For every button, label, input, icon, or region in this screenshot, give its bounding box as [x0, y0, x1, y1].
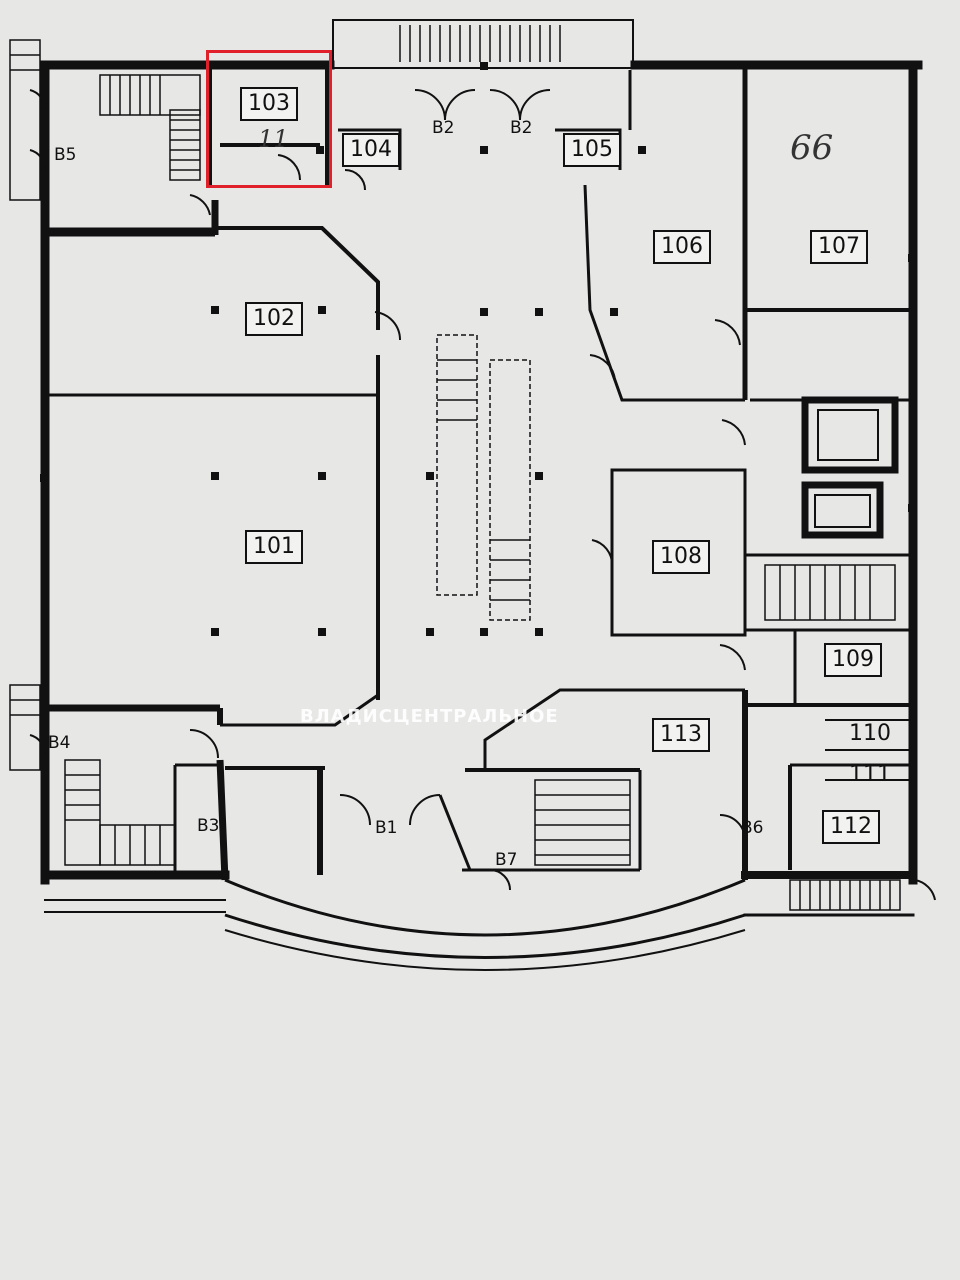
room-label-102: 102	[245, 302, 303, 336]
room-label-110: 110	[849, 721, 891, 746]
room-label-101: 101	[245, 530, 303, 564]
exit-label-b6: В6	[741, 818, 764, 838]
room-label-111: 111	[849, 762, 891, 787]
watermark-text: ВЛАДИСЦЕНТРАЛЬНОЕ	[300, 706, 559, 727]
stair-outer-left	[9, 39, 41, 771]
exit-label-b7: В7	[495, 850, 518, 870]
room-label-109: 109	[824, 643, 882, 677]
room-label-113: 113	[652, 718, 710, 752]
doors	[29, 89, 936, 901]
room-label-103: 103	[240, 87, 298, 121]
interior-walls	[45, 68, 913, 881]
exit-label-b3: В3	[197, 816, 220, 836]
outer-walls	[40, 60, 923, 917]
room-label-106: 106	[653, 230, 711, 264]
stair-bottom-left	[64, 759, 176, 866]
columns	[40, 62, 916, 636]
exit-label-b2-left: В2	[432, 118, 455, 138]
exit-label-b5: В5	[54, 145, 77, 165]
elevators	[801, 396, 899, 539]
stair-bottom-right	[789, 879, 901, 911]
handwritten-note-107: 66	[790, 128, 834, 168]
room-label-107: 107	[810, 230, 868, 264]
stair-right	[764, 564, 896, 621]
handwritten-note-103: 11	[258, 125, 289, 153]
exit-label-b2-right: В2	[510, 118, 533, 138]
highlight-box-103	[206, 50, 332, 188]
stair-center	[436, 334, 531, 621]
stair-bottom-center	[534, 779, 631, 866]
exit-label-b4: В4	[48, 733, 71, 753]
exit-label-b1: В1	[375, 818, 398, 838]
room-label-112: 112	[822, 810, 880, 844]
room-label-108: 108	[652, 540, 710, 574]
stair-top-left	[99, 74, 201, 181]
room-label-105: 105	[563, 133, 621, 167]
entrance-steps	[224, 19, 746, 971]
room-label-104: 104	[342, 133, 400, 167]
